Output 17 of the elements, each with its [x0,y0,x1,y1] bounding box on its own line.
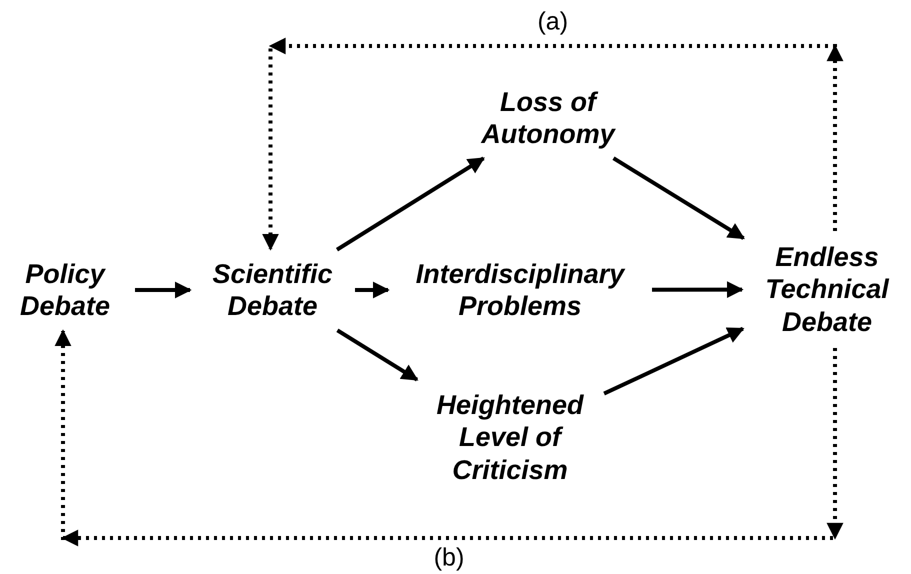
node-label: Interdisciplinary Problems [414,258,626,322]
arrow [355,282,390,298]
node-label: Scientific Debate [211,258,334,322]
dotted-arrow [54,330,844,546]
arrow [336,156,485,252]
edge-label: (b) [432,544,466,572]
node-label: Policy Debate [18,258,112,322]
edge-label: (a) [536,8,570,36]
arrow [135,282,192,298]
node-label: Loss of Autonomy [480,86,617,150]
arrow [603,326,744,396]
dotted-arrow [262,38,844,250]
arrow [612,156,745,240]
node-label: Heightened Level of Criticism [435,388,585,486]
node-label: Endless Technical Debate [764,240,890,338]
arrow [336,328,418,382]
arrow [652,281,744,298]
